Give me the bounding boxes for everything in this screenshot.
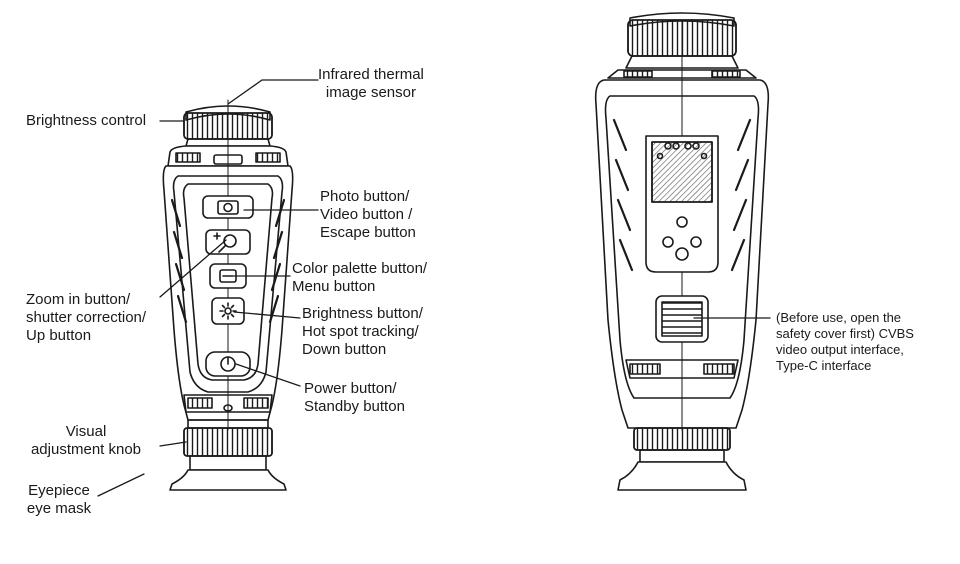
label-brightness-button-line3: Down button — [302, 341, 387, 358]
label-brightness-button-line1: Brightness button/ — [302, 305, 423, 322]
label-photo-button: Photo button/ Video button / Escape butt… — [320, 188, 416, 242]
label-zoom-button-line3: Up button — [26, 327, 92, 344]
back-eyepiece — [617, 461, 747, 491]
label-power-button-line1: Power button/ — [304, 380, 397, 397]
label-zoom-button-line1: Zoom in button/ — [26, 291, 131, 308]
zoom-button[interactable] — [205, 229, 251, 255]
leader-lines — [97, 79, 771, 497]
label-eyepiece-line2: eye mask — [26, 500, 92, 517]
eyepiece-eye-mask — [169, 469, 287, 491]
label-visual-knob: Visual adjustment knob — [24, 423, 148, 459]
brightness-button[interactable] — [211, 297, 245, 325]
label-brightness-control: Brightness control — [26, 112, 147, 129]
mount-plate — [645, 135, 719, 273]
label-photo-button-line2: Video button / — [320, 206, 413, 223]
label-infrared-sensor-line1: Infrared thermal — [318, 66, 424, 83]
label-video-output-line4: Type-C interface — [776, 358, 872, 373]
label-brightness-button-line2: Hot spot tracking/ — [302, 323, 419, 340]
back-adjustment-knob — [633, 427, 731, 463]
label-photo-button-line3: Escape button — [320, 224, 416, 241]
label-color-palette-line1: Color palette button/ — [292, 260, 428, 277]
label-infrared-sensor: Infrared thermal image sensor — [318, 66, 424, 102]
label-visual-knob-line1: Visual — [65, 423, 107, 440]
label-video-output-line2: safety cover first) CVBS — [776, 326, 914, 341]
photo-button[interactable] — [202, 195, 254, 219]
front-vent-left — [175, 152, 201, 163]
label-color-palette-button: Color palette button/ Menu button — [292, 260, 427, 296]
label-video-output-line3: video output interface, — [776, 342, 904, 357]
label-zoom-button: Zoom in button/ shutter correction/ Up b… — [26, 291, 146, 345]
label-power-button-line2: Standby button — [304, 398, 405, 415]
output-interface-cover[interactable] — [655, 295, 709, 343]
front-view-device — [162, 99, 294, 491]
label-video-output: (Before use, open the safety cover first… — [776, 310, 914, 374]
label-visual-knob-line2: adjustment knob — [30, 441, 142, 458]
back-view-device — [594, 12, 770, 491]
label-eyepiece-line1: Eyepiece — [28, 482, 90, 499]
label-power-button: Power button/ Standby button — [304, 380, 405, 416]
label-video-output-line1: (Before use, open the — [776, 310, 902, 325]
visual-adjustment-knob[interactable] — [183, 419, 273, 471]
label-zoom-button-line2: shutter correction/ — [26, 309, 147, 326]
label-photo-button-line1: Photo button/ — [320, 188, 410, 205]
label-eyepiece: Eyepiece eye mask — [24, 482, 94, 518]
label-infrared-sensor-line2: image sensor — [325, 84, 416, 101]
label-brightness-button: Brightness button/ Hot spot tracking/ Do… — [302, 305, 423, 359]
power-button[interactable] — [205, 351, 251, 377]
front-vent-right — [255, 152, 281, 163]
label-color-palette-line2: Menu button — [292, 278, 376, 295]
